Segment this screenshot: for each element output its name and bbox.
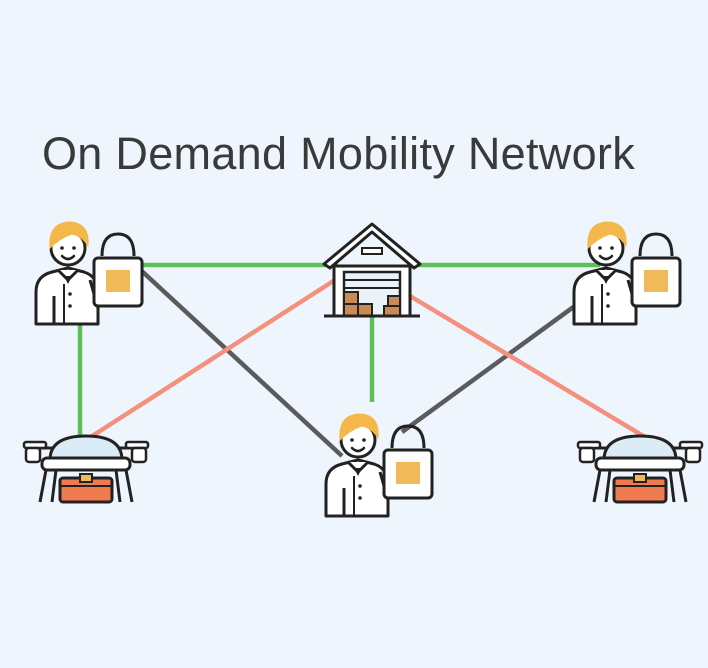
link-warehouse-drone-right [408, 294, 652, 442]
delivery-person-icon [324, 412, 434, 518]
diagram-title: On Demand Mobility Network [42, 128, 635, 179]
link-courier-top-right-courier-center [400, 290, 596, 434]
delivery-drone-icon [576, 434, 704, 504]
delivery-person-icon [34, 220, 144, 326]
warehouse-icon [322, 222, 422, 318]
link-warehouse-drone-left [84, 276, 340, 442]
delivery-drone-icon [22, 434, 150, 504]
delivery-person-icon [572, 220, 682, 326]
link-courier-top-left-courier-center [130, 260, 344, 458]
